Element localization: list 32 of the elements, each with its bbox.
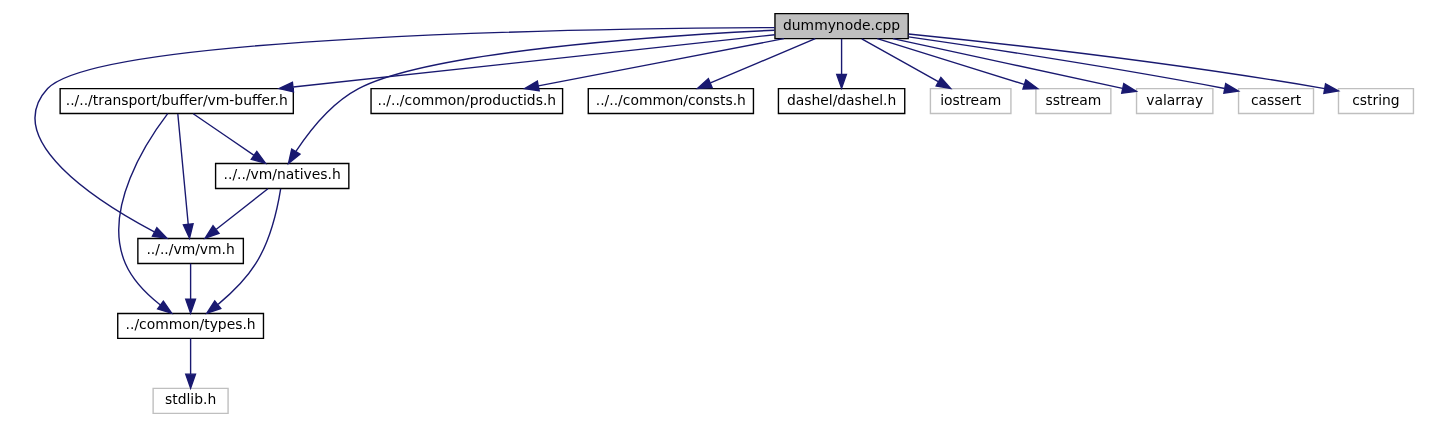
node-box: ../../vm/natives.h [214,162,350,190]
arrow [522,37,785,92]
node-box: ../../common/consts.h [587,87,754,115]
arrow [176,113,194,241]
node-box: ../common/types.h [116,312,264,340]
node-box: sstream [1034,87,1112,115]
arrow [891,37,1138,94]
arrow [204,188,281,315]
arrow [907,33,1340,95]
node-box: valarray [1135,87,1214,115]
node-box: dummynode.cpp [773,12,909,40]
arrow [33,26,775,240]
node-box: cassert [1237,87,1314,115]
arrow [117,112,173,315]
node-box: ../../vm/vm.h [136,237,244,265]
arrow [695,37,816,90]
arrow [860,38,952,90]
arrow [192,113,267,165]
node-box: ../../transport/buffer/vm-buffer.h [58,87,294,115]
arrow [276,34,775,93]
arrow [286,29,775,166]
arrow [876,37,1040,90]
node-box: stdlib.h [151,387,229,415]
node-box: iostream [929,87,1012,115]
arrow [184,262,196,316]
node-box: ../../common/productids.h [369,87,563,115]
node-box: dashel/dashel.h [777,87,905,115]
arrow [835,38,847,91]
node-box: cstring [1337,87,1414,115]
arrow [184,337,196,391]
arrow [202,188,269,240]
arrow [907,36,1240,95]
